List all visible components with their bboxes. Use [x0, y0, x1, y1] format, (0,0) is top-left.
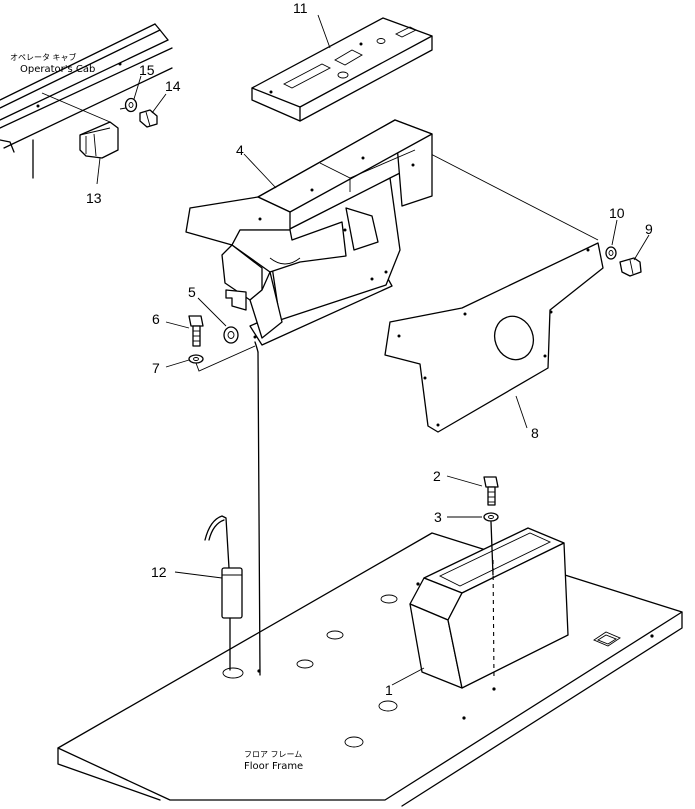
part-9-bolt: [619, 257, 642, 277]
floor-label-jp: フロア フレーム: [244, 750, 302, 759]
part-1-box: [409, 527, 569, 691]
cab-label-jp: オペレータ キャブ: [10, 52, 77, 62]
part-15-washer: [124, 97, 138, 113]
callout-15: 15: [139, 62, 155, 78]
operators-cab: [0, 23, 173, 179]
callout-13: 13: [86, 190, 102, 206]
callout-5: 5: [188, 284, 196, 300]
part-8-plate: [384, 150, 604, 433]
callout-4: 4: [236, 142, 244, 158]
callout-9: 9: [645, 221, 653, 237]
part-11-bracket: [251, 17, 433, 122]
part-10-washer: [605, 246, 617, 260]
leader-lines: [96, 14, 650, 686]
callout-10: 10: [609, 205, 625, 221]
callout-14: 14: [165, 78, 181, 94]
part-3-washer: [483, 512, 499, 522]
text-labels: オペレータ キャブ Operator's Cab フロア フレーム Floor …: [10, 52, 303, 772]
callout-6: 6: [152, 311, 160, 327]
callout-3: 3: [434, 509, 442, 525]
floor-label-en: Floor Frame: [244, 761, 303, 772]
callout-2: 2: [433, 468, 441, 484]
part-13-bracket: [79, 121, 119, 159]
callout-11: 11: [293, 0, 308, 16]
cab-label-en: Operator's Cab: [20, 64, 95, 75]
callout-12: 12: [151, 564, 167, 580]
callout-1: 1: [385, 682, 393, 698]
part-14-bolt: [139, 109, 158, 128]
part-4-console-frame: [185, 119, 433, 676]
part-6-bolt: [188, 315, 204, 347]
part-12-sensor: [204, 515, 243, 671]
part-7-washer: [188, 354, 204, 364]
callout-8: 8: [531, 425, 539, 441]
part-5-nut: [223, 326, 239, 344]
callout-numbers: 1 2 3 4 5 6 7 8 9 10 11 12 13 14 15: [86, 0, 653, 698]
callout-7: 7: [152, 360, 160, 376]
part-2-bolt: [483, 476, 499, 506]
